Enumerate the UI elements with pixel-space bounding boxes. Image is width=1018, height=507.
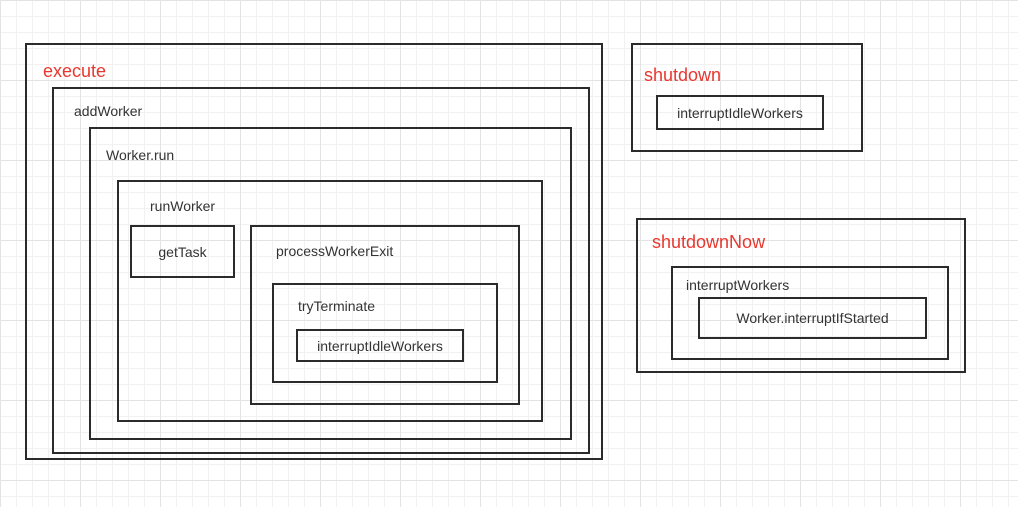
- execute-interrupt-idle-workers-label: interruptIdleWorkers: [317, 337, 443, 354]
- interrupt-workers-label: interruptWorkers: [686, 277, 790, 293]
- run-worker-label: runWorker: [150, 198, 216, 214]
- execute-title: execute: [43, 61, 107, 81]
- worker-run-label: Worker.run: [106, 147, 175, 163]
- interrupt-if-started-label: Worker.interruptIfStarted: [736, 310, 889, 326]
- shutdown-interrupt-idle-workers-box: interruptIdleWorkers: [656, 95, 824, 130]
- interrupt-workers-box: interruptWorkers: [671, 266, 949, 360]
- shutdown-box: shutdown: [631, 43, 863, 152]
- get-task-box: getTask: [130, 225, 235, 278]
- process-worker-exit-box: processWorkerExit: [250, 225, 520, 405]
- worker-run-box: Worker.run: [89, 127, 572, 440]
- run-worker-box: runWorker: [117, 180, 543, 422]
- execute-interrupt-idle-workers-box: interruptIdleWorkers: [296, 329, 464, 362]
- shutdown-now-title: shutdownNow: [652, 232, 766, 252]
- shutdown-title: shutdown: [644, 65, 722, 85]
- execute-box: execute: [25, 43, 603, 460]
- process-worker-exit-label: processWorkerExit: [276, 243, 394, 259]
- try-terminate-box: tryTerminate: [272, 283, 498, 383]
- try-terminate-label: tryTerminate: [298, 298, 376, 314]
- add-worker-box: addWorker: [52, 87, 590, 454]
- shutdown-interrupt-idle-workers-label: interruptIdleWorkers: [677, 104, 803, 121]
- add-worker-label: addWorker: [74, 103, 143, 119]
- interrupt-if-started-box: Worker.interruptIfStarted: [698, 297, 927, 339]
- shutdown-now-box: shutdownNow: [636, 218, 966, 373]
- get-task-label: getTask: [158, 243, 207, 260]
